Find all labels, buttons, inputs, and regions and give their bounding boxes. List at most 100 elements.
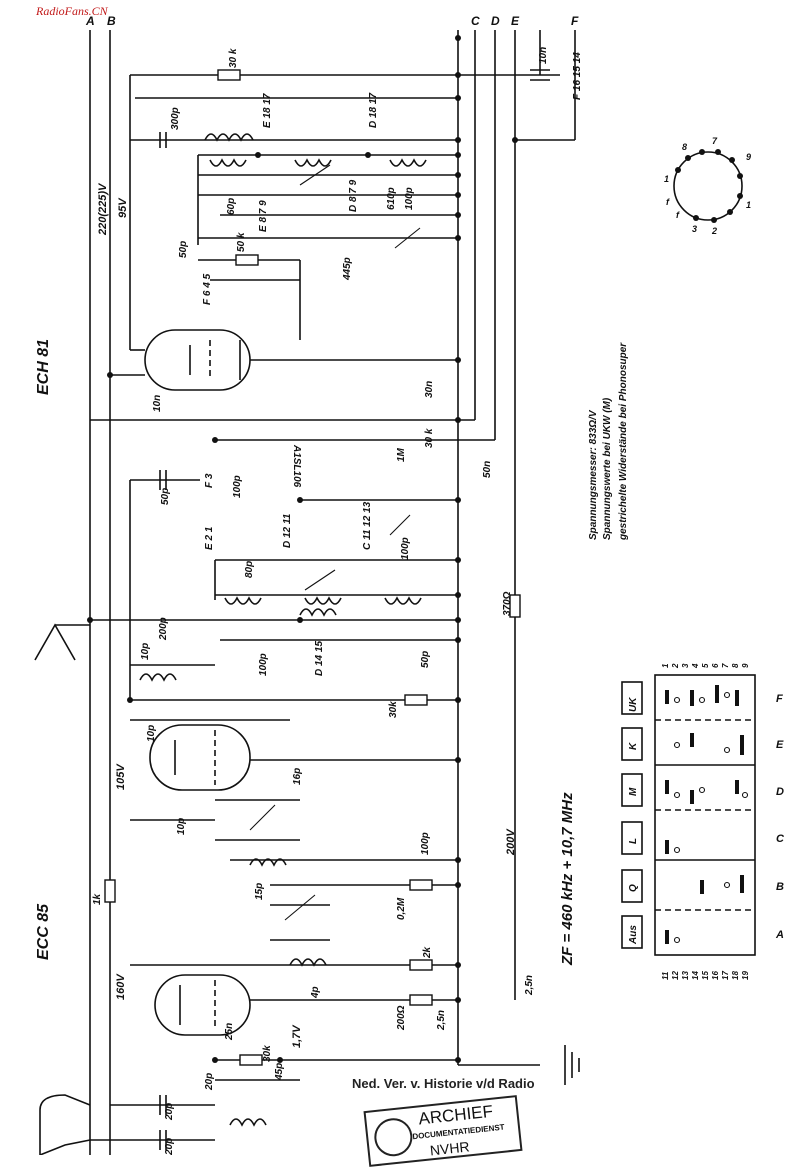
label-50n: 50n: [482, 461, 493, 478]
svg-text:16: 16: [711, 971, 720, 980]
group-e: E: [776, 739, 784, 751]
svg-text:19: 19: [741, 971, 750, 980]
group-c: C: [776, 833, 785, 845]
trimmer-arrow-1: [299, 164, 331, 186]
voltage-105: 105V: [115, 763, 127, 790]
note-meter: Spannungsmesser: 833Ω/V: [588, 409, 599, 540]
svg-text:6: 6: [711, 663, 720, 668]
switch-f-6-4-5: F 6 4 5: [202, 273, 213, 305]
label-30k-mid: 30 k: [424, 428, 435, 448]
if-frequency: ZF = 460 kHz + 10,7 MHz: [559, 792, 576, 966]
socket-pin-7: 7: [712, 136, 718, 146]
resistor-1k: [104, 879, 116, 903]
voltage-220: 220(225)V: [97, 182, 109, 236]
svg-text:11: 11: [661, 971, 670, 980]
key-q: Q: [628, 884, 639, 892]
label-2k: 2k: [422, 946, 433, 959]
socket-pin-3: 3: [692, 224, 697, 234]
coil-rf-2: [304, 596, 342, 605]
ecc85-tube-lower: [154, 974, 251, 1036]
resistor-30k-bot: [239, 1054, 263, 1066]
label-100p-d: 100p: [258, 653, 269, 676]
label-80p: 80p: [244, 561, 255, 578]
switch-e-2-1: E 2 1: [204, 526, 215, 550]
switch-f-3: F 3: [204, 473, 215, 488]
trimmer-arrow-2: [394, 227, 421, 249]
key-l: L: [628, 838, 639, 844]
input-connector-2: [39, 1139, 91, 1155]
coil-rf-1: [224, 596, 262, 605]
label-10p-a: 10p: [140, 643, 151, 660]
voltage-200: 200V: [505, 828, 517, 856]
svg-text:2: 2: [671, 663, 680, 669]
antenna-symbol: [34, 623, 76, 661]
label-0-2m: 0,2M: [396, 897, 407, 920]
svg-text:7: 7: [721, 663, 730, 668]
trimmer-arrow-5: [249, 804, 276, 831]
svg-text:8: 8: [731, 663, 740, 668]
coil-osc: [204, 133, 254, 142]
socket-pin-f2: f: [676, 210, 680, 220]
switch-bank-bottom-numbers: 11 12 13 14 15 16 17 18 19: [661, 971, 750, 980]
terminal-f: F: [571, 14, 579, 28]
input-connector: [39, 1094, 91, 1155]
label-2-5n-b: 2,5n: [436, 1010, 447, 1031]
label-1m: 1M: [396, 447, 407, 462]
label-50p-a: 50p: [178, 241, 189, 258]
socket-pin-1: 1: [664, 174, 669, 184]
ech81-tube: [144, 329, 251, 391]
label-50k: 50 k: [236, 232, 247, 252]
label-45p: 45p: [274, 1063, 285, 1081]
svg-text:5: 5: [701, 663, 710, 668]
socket-pin-2: 2: [711, 226, 717, 236]
label-100p-a: 100p: [404, 187, 415, 210]
svg-text:4: 4: [691, 663, 700, 669]
trimmer-arrow-4: [389, 514, 411, 536]
ground-symbol: [458, 1045, 580, 1085]
switch-c-11-12-13: C 11 12 13: [362, 501, 373, 550]
coil-lower: [289, 958, 327, 967]
group-f: F: [776, 693, 783, 705]
switch-d-18-17: D 18 17: [368, 93, 379, 128]
label-16p: 16p: [292, 768, 303, 785]
resistor-200: [409, 994, 433, 1006]
resistor-0-2m: [409, 879, 433, 891]
svg-text:15: 15: [701, 971, 710, 980]
switch-f-16-15-14: F 16 15 14: [572, 52, 583, 100]
note-dashed: gestrichelte Widerstände bei Phonosuper: [618, 342, 629, 541]
stamp-logo-icon: [372, 1116, 415, 1159]
stamp-org: NVHR: [429, 1138, 471, 1159]
socket-pin-8: 8: [682, 142, 687, 152]
label-100p-b: 100p: [232, 475, 243, 498]
key-m: M: [628, 787, 639, 796]
coil-osc-3: [294, 158, 332, 167]
svg-text:9: 9: [741, 663, 750, 668]
switch-d-12-11: D 12 11: [282, 513, 293, 548]
label-10p-b: 10p: [146, 725, 157, 742]
label-30k-bot: 30k: [262, 1045, 273, 1062]
tube-ecc85-label: ECC 85: [35, 903, 52, 960]
watermark-text: RadioFans.CN: [36, 4, 108, 18]
note-ukw: Spannungswerte bei UKW (M): [602, 397, 613, 540]
switch-d-8-7-9: D 8 7 9: [348, 179, 359, 212]
group-a: A: [775, 929, 784, 941]
resistor-2k: [409, 959, 433, 971]
label-50p-b: 50p: [160, 488, 171, 505]
junction-dots: [87, 35, 518, 1063]
resistor-30k-low: [404, 694, 428, 706]
label-20p-c: 20p: [164, 1138, 175, 1155]
voltage-1-7: 1,7V: [291, 1024, 303, 1048]
key-aus: Aus: [628, 925, 639, 945]
terminal-e: E: [511, 14, 520, 28]
label-30n: 30n: [424, 381, 435, 398]
label-300p: 300p: [170, 107, 181, 130]
socket-pin-1b: 1: [746, 200, 751, 210]
terminal-d: D: [491, 14, 500, 28]
svg-text:18: 18: [731, 971, 740, 980]
svg-text:13: 13: [681, 971, 690, 980]
switch-bank: [621, 674, 756, 956]
label-25n: 25n: [224, 1023, 235, 1041]
svg-text:1: 1: [661, 663, 670, 668]
ecc85-tube-upper: [149, 724, 251, 791]
switch-e-18-17: E 18 17: [262, 93, 273, 128]
